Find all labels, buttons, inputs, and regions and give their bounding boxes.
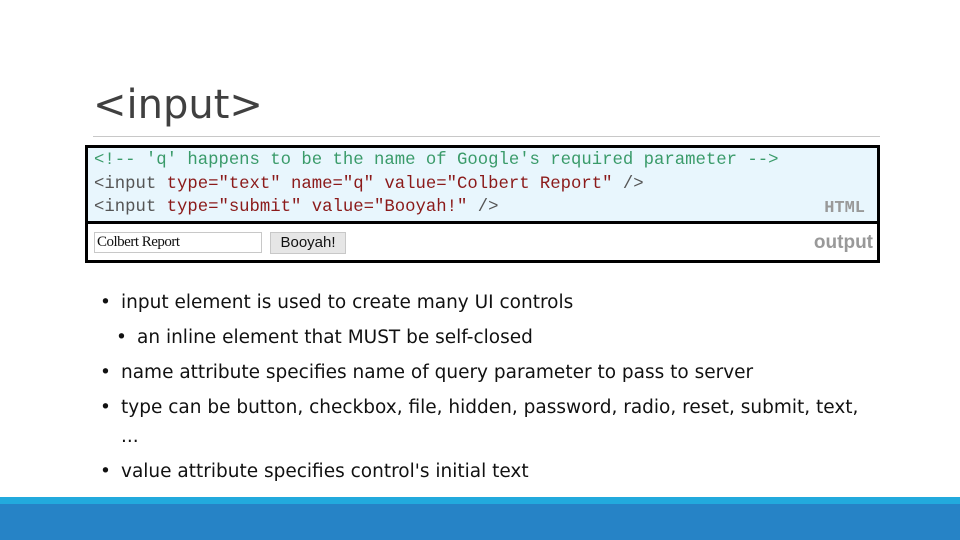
bullet-list: input element is used to create many UI … <box>100 288 860 492</box>
bullet-item: name attribute specifies name of query p… <box>100 358 860 387</box>
output-area: Colbert Report Booyah! output <box>88 227 877 260</box>
bullet-item: value attribute specifies control's init… <box>100 457 860 486</box>
code-attrs: type="submit" value="Booyah!" <box>166 198 468 217</box>
sub-bullet-item: an inline element that MUST be self-clos… <box>107 323 860 352</box>
code-tag: <input <box>94 198 167 217</box>
code-language-label: HTML <box>824 199 865 218</box>
text-input[interactable]: Colbert Report <box>94 232 262 253</box>
code-attrs: type="text" name="q" value="Colbert Repo… <box>166 174 613 194</box>
code-line: <input type="text" name="q" value="Colbe… <box>88 173 877 197</box>
output-label: output <box>813 232 873 253</box>
code-line: <input type="submit" value="Booyah!" /> <box>88 196 877 220</box>
code-tag: <input <box>94 174 167 194</box>
footer-bar <box>0 504 960 540</box>
code-tag-end: /> <box>612 174 644 194</box>
code-block: <!-- 'q' happens to be the name of Googl… <box>88 148 877 224</box>
title-divider <box>93 136 880 137</box>
code-tag-end: /> <box>467 198 499 217</box>
bullet-item: type can be button, checkbox, file, hidd… <box>100 393 860 451</box>
code-example-box: <!-- 'q' happens to be the name of Googl… <box>85 145 880 263</box>
code-comment: <!-- 'q' happens to be the name of Googl… <box>94 151 779 170</box>
submit-button[interactable]: Booyah! <box>270 232 346 254</box>
bullet-item: input element is used to create many UI … <box>100 288 860 317</box>
slide-title: <input> <box>93 82 263 128</box>
footer-accent-stripe <box>0 497 960 504</box>
